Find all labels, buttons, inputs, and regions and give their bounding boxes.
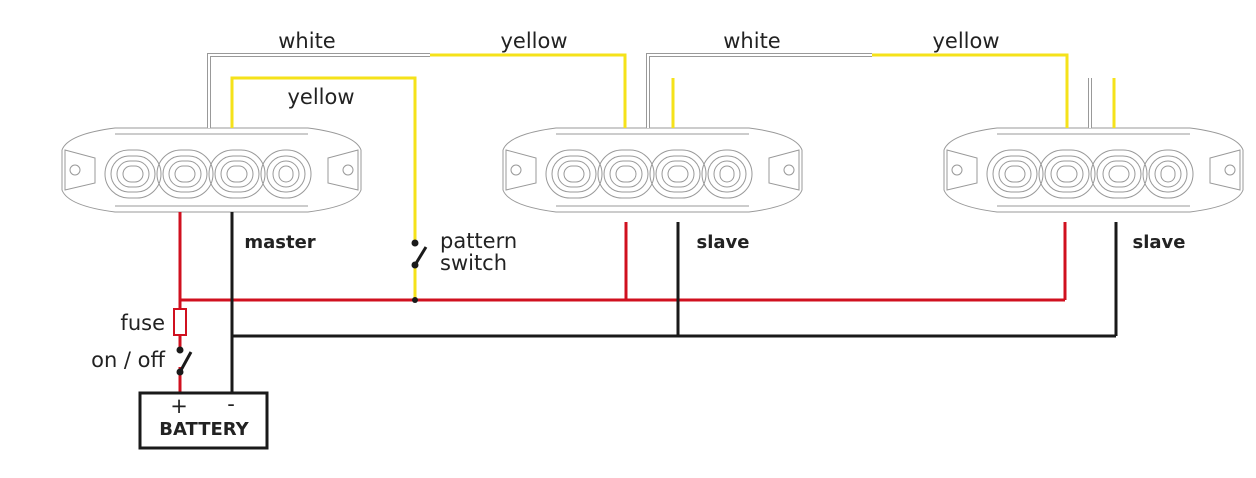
light-label-master: master (244, 232, 315, 253)
wire-label-yellow-2: yellow (932, 29, 999, 53)
yellow-wire-1 (430, 53, 627, 128)
pattern-switch-label-1: pattern (440, 229, 517, 253)
master-light-icon (61, 127, 362, 213)
wire-label-yellow-master: yellow (287, 85, 354, 109)
fuse-label: fuse (120, 311, 165, 335)
light-label-slave-2: slave (1133, 232, 1186, 253)
battery-label: BATTERY (159, 419, 249, 440)
pattern-switch-icon[interactable] (411, 239, 428, 269)
slave-light-1-icon (502, 127, 803, 213)
white-wire-master (207, 53, 430, 128)
battery-plus: + (170, 394, 188, 418)
yellow-wire-2 (872, 53, 1069, 128)
battery-minus: - (227, 392, 235, 416)
on-off-label: on / off (91, 348, 165, 372)
wire-label-yellow-1: yellow (500, 29, 567, 53)
junction-dot (412, 297, 418, 303)
light-label-slave-1: slave (697, 232, 750, 253)
slave-light-2-icon (943, 127, 1244, 213)
pattern-switch-label-2: switch (440, 251, 507, 275)
black-wire-bus (230, 212, 1118, 393)
red-wire-bus (178, 212, 1067, 309)
on-off-switch-icon[interactable] (176, 346, 193, 376)
wire-label-white-1: white (278, 29, 335, 53)
battery-box (138, 391, 269, 450)
yellow-wire-master (230, 76, 417, 243)
wire-label-white-2: white (723, 29, 780, 53)
white-wire-slave (646, 53, 1092, 128)
fuse-icon (173, 308, 187, 336)
